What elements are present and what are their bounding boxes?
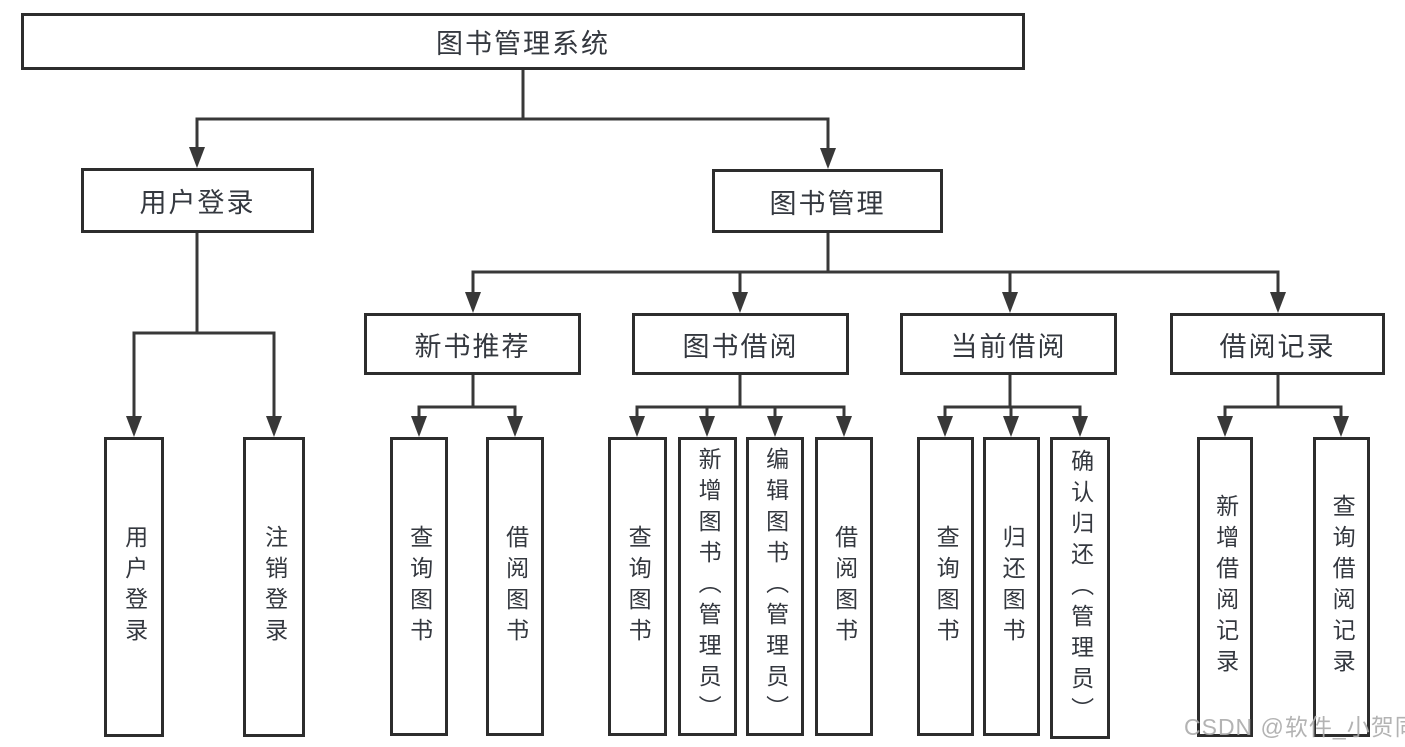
leaf-user-login-label: 用户登录: [121, 525, 148, 649]
leaf-current-confirm-return-admin: 确认归还（管理员）: [1050, 437, 1110, 739]
leaf-user-login: 用户登录: [104, 437, 164, 737]
leaf-rec-query-books: 查询图书: [390, 437, 448, 736]
leaf-logout-label: 注销登录: [261, 525, 288, 649]
node-book-borrowing: 图书借阅: [632, 313, 849, 375]
node-book-borrowing-label: 图书借阅: [682, 331, 799, 362]
node-current-borrowing: 当前借阅: [900, 313, 1117, 375]
leaf-records-add-record: 新增借阅记录: [1197, 437, 1253, 737]
node-new-book-recommendation: 新书推荐: [364, 313, 581, 375]
node-book-management-system: 图书管理系统: [21, 13, 1025, 70]
leaf-rec-borrow-books-label: 借阅图书: [502, 524, 529, 649]
leaf-borrow-borrow-books: 借阅图书: [815, 437, 873, 736]
leaf-borrow-edit-books-admin: 编辑图书（管理员）: [746, 437, 804, 736]
leaf-rec-borrow-books: 借阅图书: [486, 437, 544, 736]
leaf-logout: 注销登录: [243, 437, 305, 737]
leaf-borrow-add-books-admin-label: 新增图书（管理员）: [695, 447, 722, 726]
leaf-borrow-query-books: 查询图书: [608, 437, 667, 736]
leaf-current-return-books-label: 归还图书: [999, 524, 1026, 649]
node-user-login: 用户登录: [81, 168, 314, 233]
leaf-records-add-record-label: 新增借阅记录: [1212, 494, 1239, 680]
node-new-book-recommendation-label: 新书推荐: [414, 331, 531, 362]
leaf-borrow-query-books-label: 查询图书: [625, 524, 652, 649]
leaf-records-query-record: 查询借阅记录: [1313, 437, 1370, 737]
node-borrowing-records: 借阅记录: [1170, 313, 1385, 375]
node-borrowing-records-label: 借阅记录: [1219, 331, 1336, 362]
node-book-management-system-label: 图书管理系统: [436, 29, 610, 59]
node-book-management: 图书管理: [712, 169, 943, 233]
csdn-watermark: CSDN @软件_小贺同学: [1184, 714, 1405, 740]
node-book-management-label: 图书管理: [769, 188, 886, 219]
arrowheads: [126, 147, 1349, 437]
leaf-rec-query-books-label: 查询图书: [406, 524, 433, 649]
leaf-current-confirm-return-admin-label: 确认归还（管理员）: [1067, 448, 1094, 728]
leaf-current-return-books: 归还图书: [983, 437, 1040, 736]
leaf-borrow-add-books-admin: 新增图书（管理员）: [678, 437, 737, 736]
leaf-current-query-books-label: 查询图书: [933, 524, 960, 649]
node-user-login-label: 用户登录: [139, 188, 256, 218]
leaf-current-query-books: 查询图书: [917, 437, 974, 736]
node-current-borrowing-label: 当前借阅: [950, 331, 1067, 362]
leaf-borrow-edit-books-admin-label: 编辑图书（管理员）: [762, 447, 789, 726]
leaf-borrow-borrow-books-label: 借阅图书: [831, 524, 858, 649]
leaf-records-query-record-label: 查询借阅记录: [1329, 494, 1356, 680]
